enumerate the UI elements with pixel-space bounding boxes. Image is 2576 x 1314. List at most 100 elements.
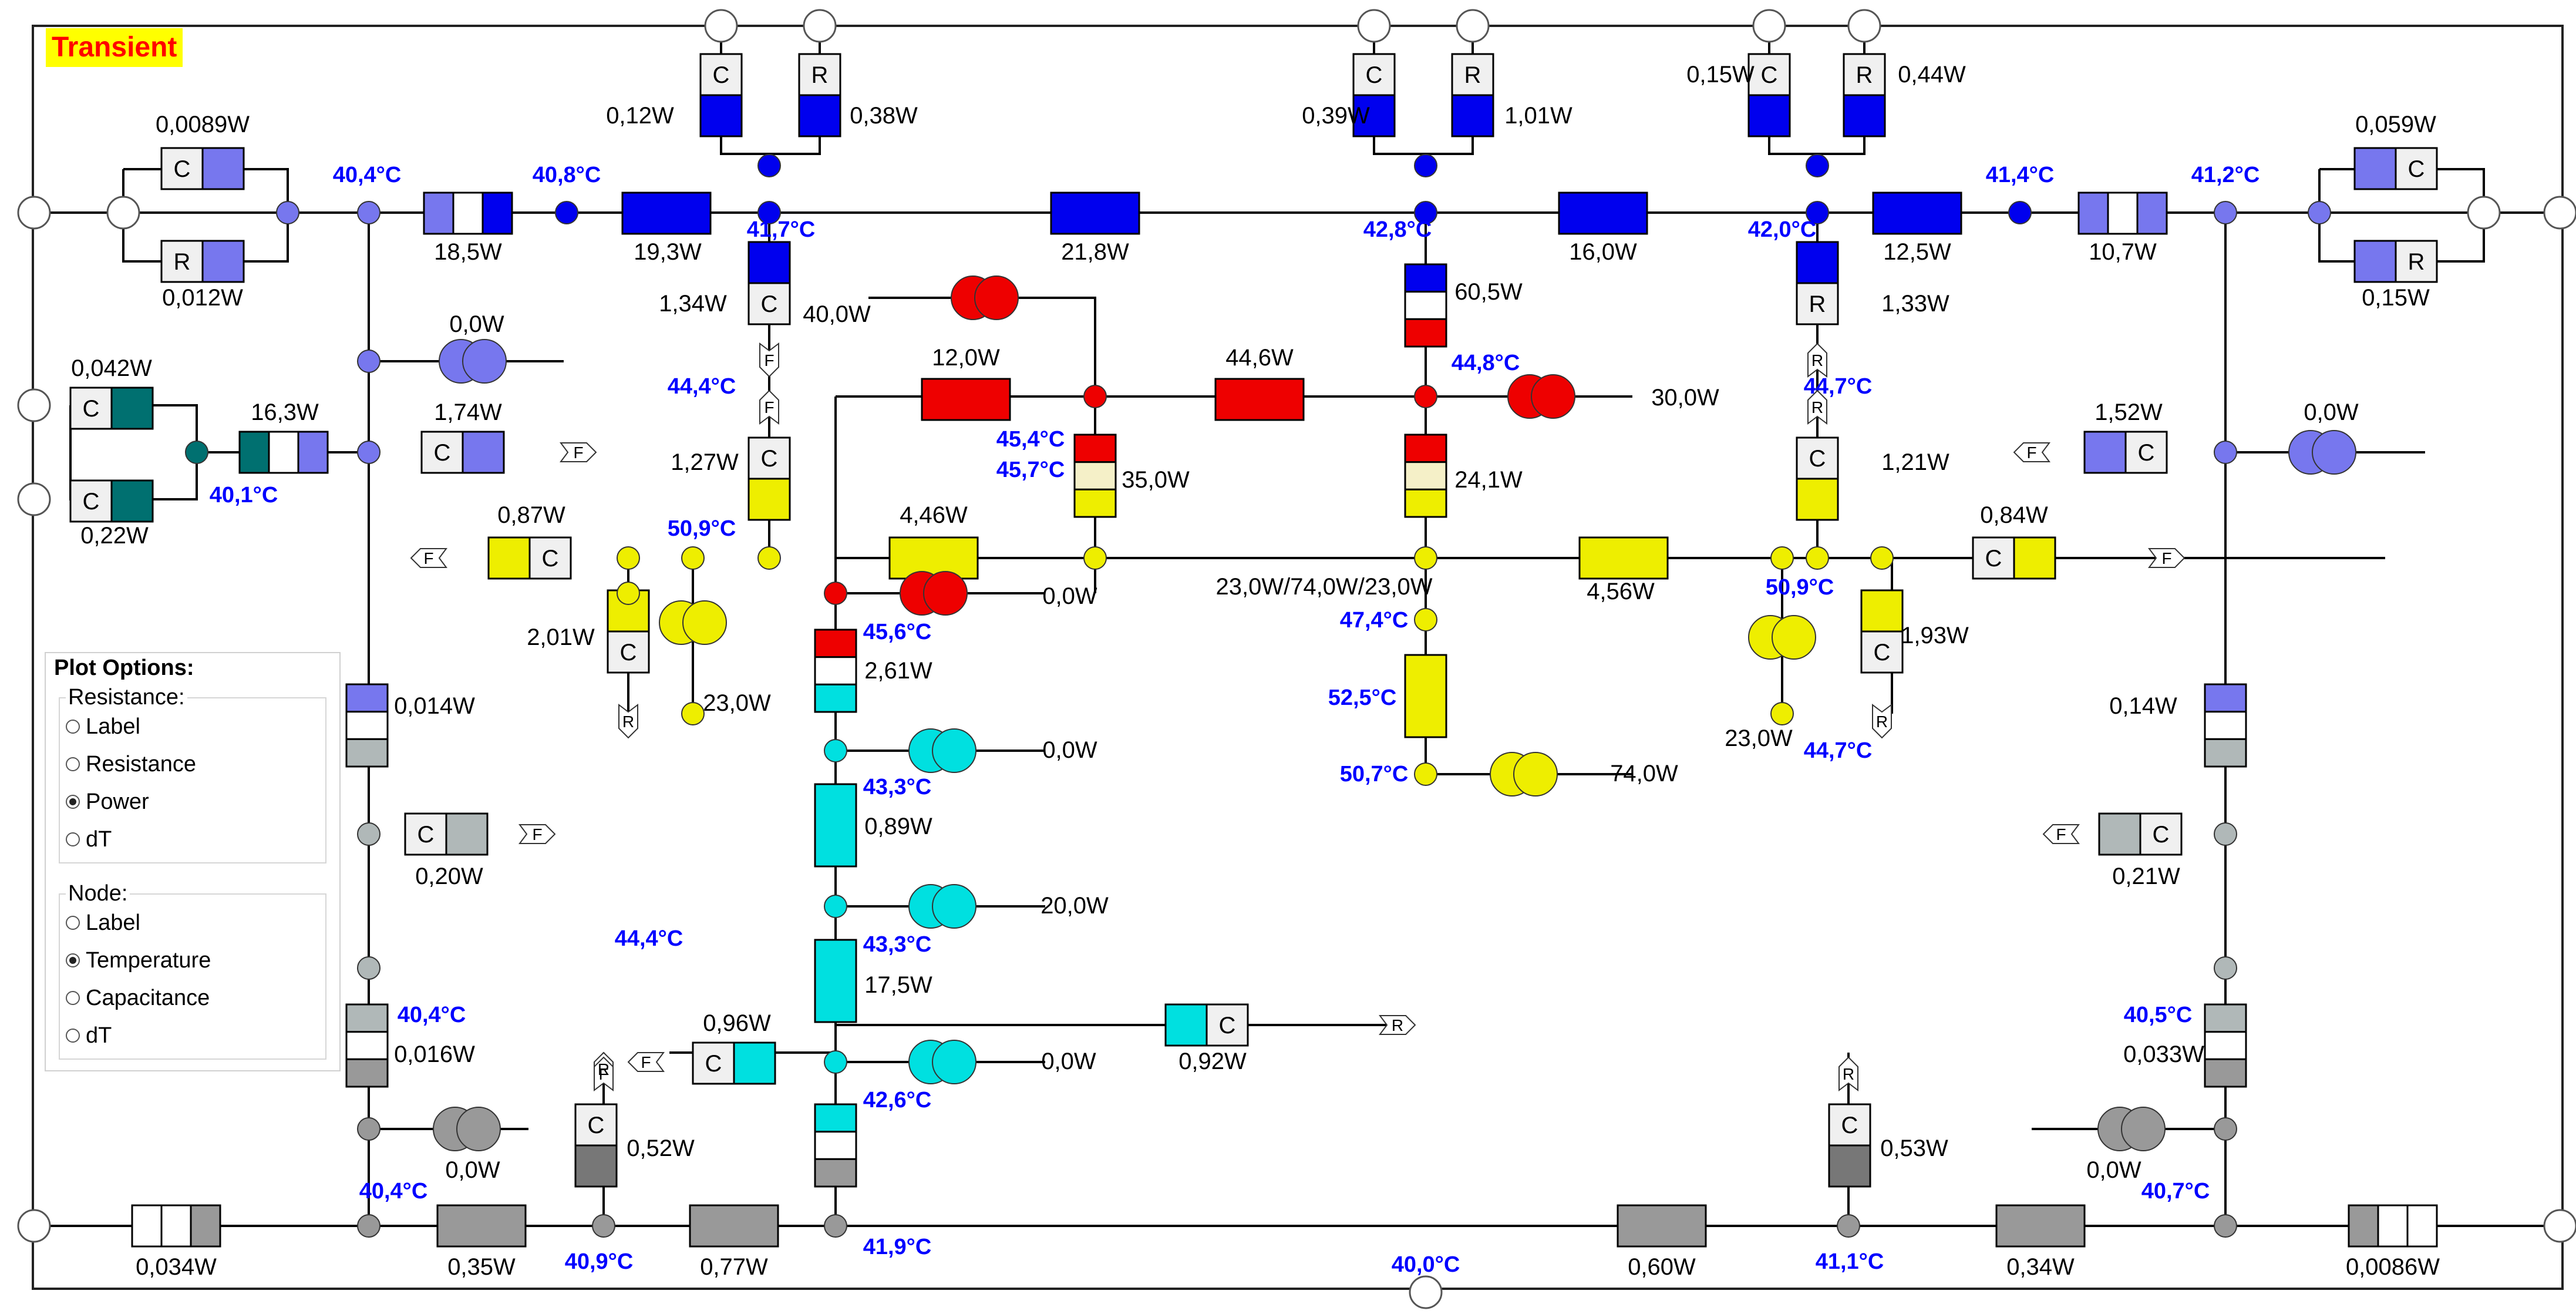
coupling-box-fill[interactable] [445, 812, 489, 856]
coupling-box-fill[interactable] [1828, 1144, 1871, 1188]
resistor-segment[interactable] [452, 191, 484, 235]
resistor-segment[interactable] [2204, 1003, 2247, 1033]
flow-arrow-icon[interactable] [518, 824, 556, 844]
coupling-box[interactable] [420, 431, 464, 474]
radio-icon[interactable] [66, 1029, 80, 1043]
resistance-option-resistance[interactable]: Resistance [66, 750, 196, 779]
boundary-node[interactable] [17, 1209, 51, 1243]
node[interactable] [357, 201, 380, 224]
resistor-segment[interactable] [1404, 263, 1447, 293]
flow-arrow-icon[interactable] [1807, 342, 1827, 378]
resistor-segment[interactable] [814, 1103, 857, 1133]
coupling-box-fill[interactable] [2353, 147, 2397, 190]
resistance-option-label[interactable]: Label [66, 712, 140, 741]
coupling-box[interactable] [574, 1103, 618, 1147]
resistor-segment[interactable] [814, 1131, 857, 1160]
resistor-segment[interactable] [345, 1003, 389, 1033]
resistor-segment[interactable] [2204, 683, 2247, 713]
coupling-box[interactable] [1828, 1103, 1871, 1147]
coupling-box[interactable] [2124, 431, 2168, 474]
node[interactable] [1837, 1214, 1860, 1238]
node[interactable] [2308, 201, 2331, 224]
resistor-segment[interactable] [423, 191, 454, 235]
node[interactable] [2214, 441, 2237, 464]
coupling-box-fill[interactable] [462, 431, 505, 474]
coupling-box-fill[interactable] [733, 1041, 776, 1085]
coupling-box[interactable] [747, 436, 791, 480]
node[interactable] [2214, 201, 2237, 224]
radio-selected-icon[interactable] [66, 795, 80, 809]
node[interactable] [1414, 546, 1437, 570]
node[interactable] [1770, 546, 1794, 570]
coupling-box-fill[interactable] [201, 147, 245, 190]
coupling-box-fill[interactable] [747, 241, 791, 284]
node[interactable] [2214, 956, 2237, 980]
coupling-box-fill[interactable] [1352, 94, 1396, 137]
coupling-box[interactable] [160, 147, 204, 190]
node[interactable] [757, 154, 781, 177]
coupling-box-fill[interactable] [110, 387, 154, 430]
coupling-box-fill[interactable] [747, 478, 791, 521]
node[interactable] [357, 956, 380, 980]
flow-arrow-icon[interactable] [1872, 704, 1892, 739]
node[interactable] [555, 201, 578, 224]
resistor-segment[interactable] [2204, 711, 2247, 740]
node[interactable] [592, 1214, 615, 1238]
node-option-dt[interactable]: dT [66, 1021, 112, 1050]
node[interactable] [2214, 822, 2237, 846]
node[interactable] [1083, 385, 1107, 408]
coupling-box[interactable] [69, 387, 113, 430]
flow-arrow-icon[interactable] [618, 704, 638, 739]
coupling-box-fill[interactable] [2098, 812, 2141, 856]
flow-arrow-icon[interactable] [560, 442, 597, 462]
coupling-box[interactable] [69, 479, 113, 523]
flow-arrow-icon[interactable] [1838, 1056, 1858, 1091]
resistor-segment[interactable] [1404, 488, 1447, 518]
node[interactable] [757, 201, 781, 224]
coupling-box-fill[interactable] [2353, 240, 2397, 283]
coupling-box[interactable] [607, 630, 650, 674]
node[interactable] [757, 546, 781, 570]
resistor[interactable] [814, 783, 857, 868]
coupling-box-fill[interactable] [2083, 431, 2127, 474]
flow-arrow-icon[interactable] [1807, 389, 1827, 425]
coupling-box-fill[interactable] [2013, 536, 2056, 580]
node[interactable] [1806, 201, 1829, 224]
boundary-node[interactable] [1357, 9, 1391, 43]
resistor[interactable] [888, 536, 979, 580]
resistor[interactable] [1995, 1204, 2086, 1248]
radio-icon[interactable] [66, 720, 80, 734]
node[interactable] [1414, 385, 1437, 408]
coupling-box[interactable] [747, 282, 791, 325]
resistor-segment[interactable] [814, 683, 857, 713]
flow-arrow-icon[interactable] [1379, 1015, 1416, 1035]
node[interactable] [824, 739, 847, 762]
node[interactable] [617, 582, 640, 605]
boundary-node[interactable] [17, 388, 51, 422]
node[interactable] [2008, 201, 2032, 224]
coupling-box[interactable] [1843, 53, 1886, 96]
node[interactable] [824, 895, 847, 918]
resistor-segment[interactable] [190, 1204, 221, 1248]
boundary-node[interactable] [17, 196, 51, 230]
resistor[interactable] [814, 939, 857, 1023]
node[interactable] [1414, 201, 1437, 224]
boundary-node[interactable] [1847, 9, 1881, 43]
resistor-segment[interactable] [814, 629, 857, 658]
node[interactable] [2214, 1117, 2237, 1141]
coupling-box[interactable] [2395, 147, 2438, 190]
resistor-segment[interactable] [2204, 1058, 2247, 1088]
coupling-box-fill[interactable] [1843, 94, 1886, 137]
resistor-segment[interactable] [345, 1031, 389, 1060]
resistor-segment[interactable] [2406, 1204, 2438, 1248]
resistor[interactable] [1578, 536, 1669, 580]
boundary-node[interactable] [704, 9, 738, 43]
coupling-box[interactable] [1451, 53, 1494, 96]
resistor[interactable] [621, 191, 712, 235]
resistor-segment[interactable] [1404, 461, 1447, 490]
coupling-box[interactable] [1796, 282, 1839, 325]
coupling-box-fill[interactable] [1747, 94, 1791, 137]
coupling-box-fill[interactable] [1796, 241, 1839, 284]
node[interactable] [1083, 546, 1107, 570]
boundary-node[interactable] [2467, 196, 2501, 230]
